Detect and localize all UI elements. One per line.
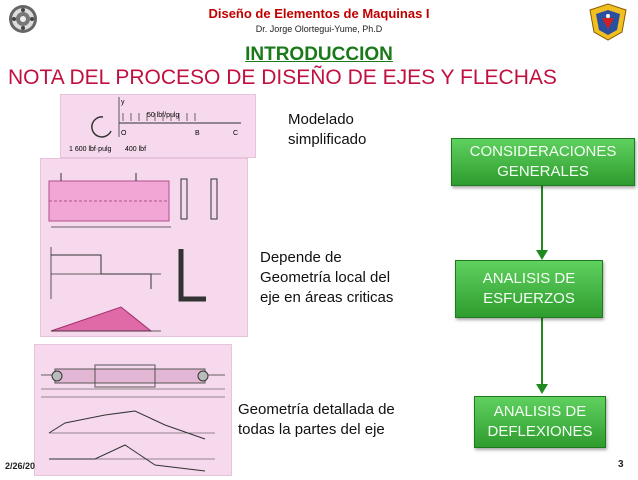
flow-arrows <box>536 184 548 394</box>
flow-box-line: ESFUERZOS <box>483 290 575 307</box>
flow-arrow-down-icon <box>536 384 548 394</box>
note-line: Modelado <box>288 111 354 128</box>
gear-bearing-logo-icon <box>9 5 37 33</box>
flow-arrow-down-icon <box>536 250 548 260</box>
note-line: todas la partes del eje <box>238 421 385 438</box>
flow-box-line: GENERALES <box>497 163 589 180</box>
section-heading: INTRODUCCION <box>245 44 393 65</box>
note-local-geometry: Depende de Geometría local del eje en ár… <box>260 248 393 308</box>
moment-label: 1 600 lbf·pulg <box>69 146 112 153</box>
point-c-label: C <box>233 130 238 137</box>
beam-load-figure: y 50 lbf/pulg O B C 1 600 lbf·pulg 400 l… <box>60 94 256 158</box>
detailed-shaft-diagram <box>41 364 225 472</box>
header-title: Diseño de Elementos de Maquinas I <box>208 6 430 21</box>
flow-box-line: CONSIDERACIONES <box>469 143 617 160</box>
slide-title: NOTA DEL PROCESO DE DISEÑO DE EJES Y FLE… <box>8 66 557 89</box>
university-crest-logo-icon <box>589 3 627 41</box>
point-o-label: O <box>121 130 127 137</box>
note-line: Depende de <box>260 249 342 266</box>
reaction-a-label: 400 lbf <box>125 146 146 153</box>
note-detailed-geometry: Geometría detallada de todas la partes d… <box>238 400 395 440</box>
note-simplified-model: Modelado simplificado <box>288 110 366 150</box>
note-line: simplificado <box>288 131 367 148</box>
point-b-label: B <box>195 130 200 137</box>
shaft-section-figure <box>40 158 248 337</box>
beam-load-diagram: y 50 lbf/pulg O B C 1 600 lbf·pulg 400 l… <box>69 97 241 153</box>
flow-box-line: ANALISIS DE <box>482 270 576 287</box>
shaft-section-diagram <box>48 173 218 332</box>
flow-box-general-considerations: CONSIDERACIONES GENERALES <box>451 138 635 186</box>
note-line: Geometría local del <box>260 269 391 286</box>
axis-y-label: y <box>121 99 125 106</box>
note-line: eje en áreas criticas <box>260 289 394 306</box>
flow-box-line: DEFLEXIONES <box>487 423 593 440</box>
flow-box-line: ANALISIS DE <box>493 403 587 420</box>
page-number: 3 <box>618 459 624 470</box>
header-subtitle: Dr. Jorge Olortegui-Yume, Ph.D <box>255 24 383 34</box>
detailed-shaft-figure <box>34 344 232 476</box>
footer-date: 2/26/20 <box>5 461 36 471</box>
flow-box-deflection-analysis: ANALISIS DE DEFLEXIONES <box>474 396 606 448</box>
flow-box-stress-analysis: ANALISIS DE ESFUERZOS <box>455 260 603 318</box>
note-line: Geometría detallada de <box>238 401 395 418</box>
